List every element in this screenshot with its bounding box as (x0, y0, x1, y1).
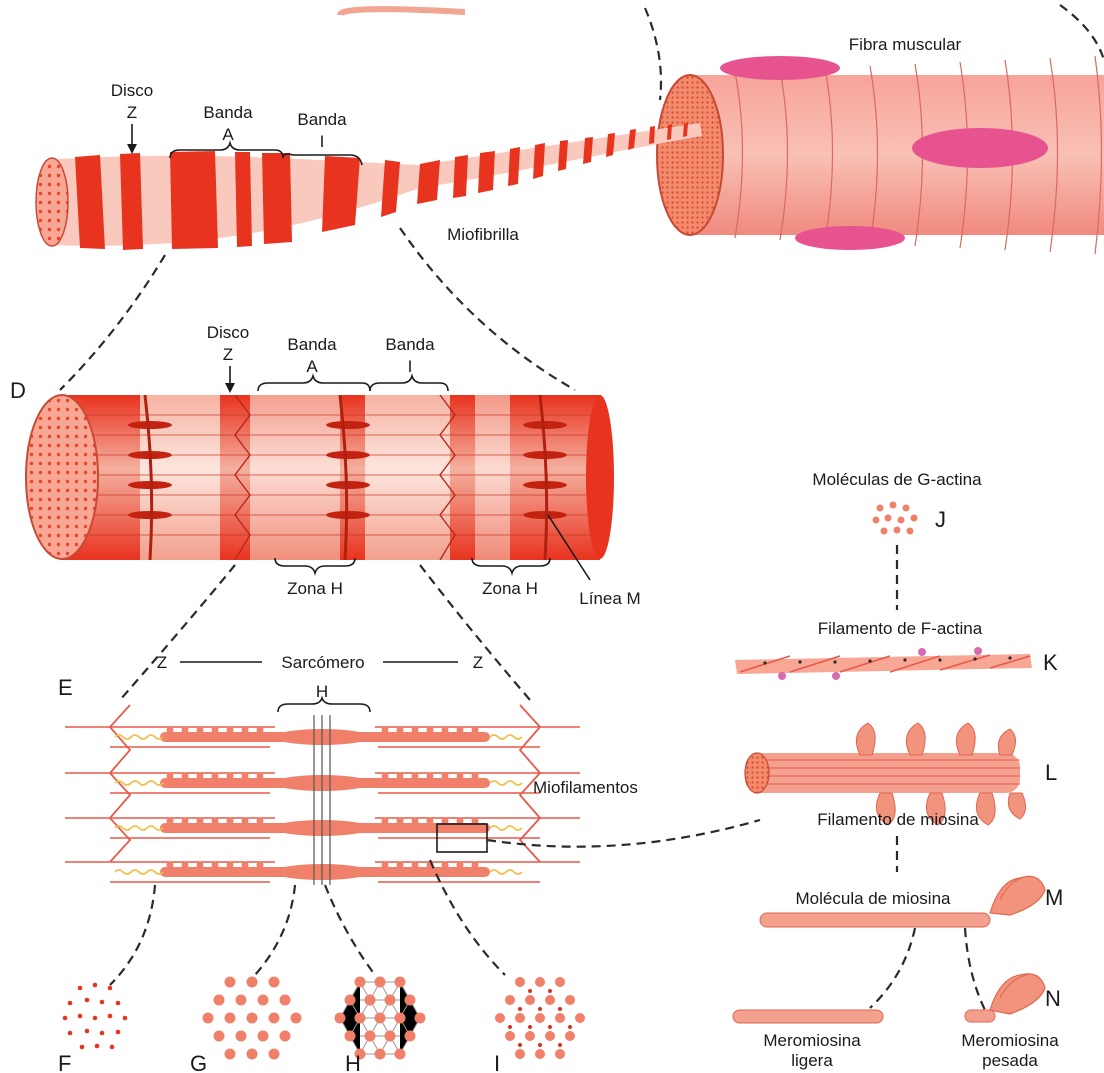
arrowhead-disco-z-top (127, 144, 137, 154)
sarcomere-diagram (65, 705, 580, 885)
connector-h (325, 885, 375, 975)
label-banda-i-top-1: Banda (297, 110, 347, 129)
label-banda-a-mid-1: Banda (287, 335, 337, 354)
connector-i (430, 860, 505, 975)
connector-fiber-right (1060, 5, 1104, 60)
brace-zona-h-1 (275, 558, 355, 573)
label-zona-h-1: Zona H (287, 579, 343, 598)
label-banda-a-mid-2: A (306, 357, 318, 376)
tag-k: K (1043, 650, 1058, 675)
brace-banda-i-mid (370, 376, 448, 391)
tag-m: M (1045, 885, 1063, 910)
label-molecula-miosina: Molécula de miosina (796, 889, 952, 908)
label-banda-a-top-1: Banda (203, 103, 253, 122)
label-meromiosina-pesada-2: pesada (982, 1051, 1038, 1070)
light-meromyosin (733, 1010, 883, 1023)
label-linea-m: Línea M (579, 589, 640, 608)
tag-g: G (190, 1051, 207, 1073)
myofibril (36, 123, 702, 250)
label-banda-i-top-2: I (320, 132, 325, 151)
heavy-meromyosin (965, 974, 1045, 1022)
tag-j: J (935, 507, 946, 532)
label-disco-z-top-2: Z (127, 103, 137, 122)
connector-fiber-left (645, 8, 661, 100)
label-disco-z-mid-2: Z (223, 345, 233, 364)
label-z-right: Z (473, 653, 483, 672)
cross-section-f (63, 983, 128, 1050)
label-sarcomero: Sarcómero (281, 653, 364, 672)
tag-h: H (345, 1051, 361, 1073)
label-disco-z-mid-1: Disco (207, 323, 250, 342)
arrowhead-disco-z-mid (225, 383, 235, 393)
label-zona-h-2: Zona H (482, 579, 538, 598)
label-meromiosina-pesada-1: Meromiosina (961, 1031, 1059, 1050)
cross-section-i (495, 977, 585, 1059)
tag-i: I (494, 1051, 500, 1073)
cut-fiber-edge (340, 9, 465, 15)
label-banda-a-top-2: A (222, 125, 234, 144)
connector-f (110, 885, 155, 985)
tag-n: N (1045, 986, 1061, 1011)
myofibril-cylinder (26, 395, 614, 560)
label-miofibrilla: Miofibrilla (447, 225, 519, 244)
tag-l: L (1045, 760, 1057, 785)
label-filamento-miosina: Filamento de miosina (817, 810, 979, 829)
connector-pesada (965, 928, 985, 1010)
connector-cyl-left (120, 565, 235, 700)
g-actin-molecules (873, 502, 918, 535)
label-meromiosina-ligera-1: Meromiosina (763, 1031, 861, 1050)
label-banda-i-mid-1: Banda (385, 335, 435, 354)
brace-zona-h-2 (472, 558, 550, 573)
cross-section-g (203, 977, 302, 1060)
connector-myosin-filament (487, 820, 760, 847)
tag-f: F (58, 1051, 71, 1073)
connector-g (255, 885, 295, 975)
tag-d: D (10, 378, 26, 403)
brace-banda-a-mid (258, 376, 370, 391)
cross-section-h (335, 977, 426, 1060)
label-z-left: Z (157, 653, 167, 672)
connector-myofibril-left (60, 255, 165, 390)
tag-e: E (58, 675, 73, 700)
label-g-actina: Moléculas de G-actina (812, 470, 982, 489)
connector-ligera (870, 928, 915, 1008)
label-f-actina: Filamento de F-actina (818, 619, 983, 638)
label-banda-i-mid-2: I (408, 357, 413, 376)
label-meromiosina-ligera-2: ligera (791, 1051, 833, 1070)
f-actin-filament (735, 647, 1032, 680)
connector-myofibril-right (400, 228, 575, 390)
label-miofilamentos: Miofilamentos (533, 778, 638, 797)
label-disco-z-top-1: Disco (111, 81, 154, 100)
muscle-fiber (657, 56, 1104, 254)
label-fibra-muscular: Fibra muscular (849, 35, 962, 54)
